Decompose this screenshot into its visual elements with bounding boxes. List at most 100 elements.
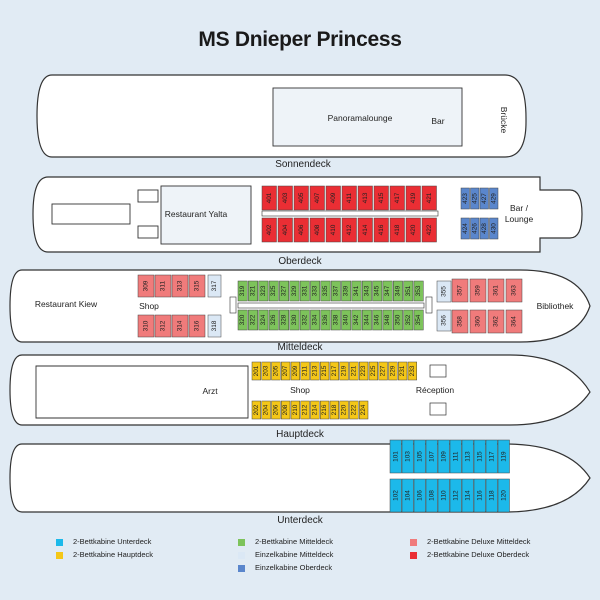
cabin-421[interactable]: 421 [421,185,437,211]
cabin-233[interactable]: 233 [407,361,417,381]
cabin-350[interactable]: 350 [393,309,403,331]
cabin-115[interactable]: 115 [473,439,486,474]
cabin-425[interactable]: 425 [470,187,480,210]
cabin-box[interactable] [261,217,277,243]
cabin-box[interactable] [436,280,452,303]
cabin-349[interactable]: 349 [393,280,403,302]
cabin-317[interactable]: 317 [207,274,222,298]
cabin-217[interactable]: 217 [329,361,339,381]
cabin-120[interactable]: 120 [497,478,510,513]
cabin-box[interactable] [497,439,510,474]
cabin-box[interactable] [437,439,450,474]
cabin-box[interactable] [485,439,498,474]
cabin-box[interactable] [310,280,321,302]
cabin-353[interactable]: 353 [413,280,424,302]
cabin-406[interactable]: 406 [293,217,309,243]
cabin-107[interactable]: 107 [425,439,438,474]
cabin-323[interactable]: 323 [258,280,269,302]
cabin-box[interactable] [251,361,261,381]
cabin-231[interactable]: 231 [398,361,408,381]
cabin-box[interactable] [393,280,403,302]
cabin-box[interactable] [293,185,309,211]
cabin-321[interactable]: 321 [248,280,258,302]
cabin-214[interactable]: 214 [310,400,320,420]
cabin-box[interactable] [403,280,414,302]
cabin-336[interactable]: 336 [320,309,331,331]
cabin-box[interactable] [449,439,462,474]
cabin-345[interactable]: 345 [372,280,383,302]
cabin-box[interactable] [277,185,293,211]
cabin-box[interactable] [389,439,402,474]
cabin-box[interactable] [289,309,300,331]
cabin-227[interactable]: 227 [378,361,388,381]
cabin-407[interactable]: 407 [309,185,325,211]
cabin-418[interactable]: 418 [389,217,405,243]
cabin-424[interactable]: 424 [460,217,470,240]
cabin-box[interactable] [329,400,339,420]
cabin-415[interactable]: 415 [373,185,389,211]
cabin-box[interactable] [271,400,281,420]
cabin-box[interactable] [137,274,155,298]
cabin-box[interactable] [373,185,389,211]
cabin-box[interactable] [325,185,341,211]
cabin-box[interactable] [473,478,486,513]
cabin-223[interactable]: 223 [359,361,369,381]
cabin-box[interactable] [188,274,206,298]
cabin-215[interactable]: 215 [320,361,330,381]
cabin-202[interactable]: 202 [251,400,261,420]
cabin-box[interactable] [357,217,373,243]
cabin-218[interactable]: 218 [329,400,339,420]
cabin-box[interactable] [251,400,261,420]
cabin-box[interactable] [405,185,421,211]
cabin-344[interactable]: 344 [361,309,372,331]
cabin-401[interactable]: 401 [261,185,277,211]
cabin-333[interactable]: 333 [310,280,321,302]
cabin-box[interactable] [451,278,469,303]
cabin-box[interactable] [349,361,359,381]
cabin-box[interactable] [359,361,369,381]
cabin-box[interactable] [310,309,321,331]
cabin-403[interactable]: 403 [277,185,293,211]
cabin-box[interactable] [436,309,452,332]
cabin-box[interactable] [309,185,325,211]
cabin-box[interactable] [421,217,437,243]
cabin-box[interactable] [479,187,489,210]
cabin-box[interactable] [393,309,403,331]
cabin-322[interactable]: 322 [248,309,258,331]
cabin-341[interactable]: 341 [351,280,362,302]
cabin-box[interactable] [389,478,402,513]
cabin-box[interactable] [325,217,341,243]
cabin-312[interactable]: 312 [154,314,172,338]
cabin-box[interactable] [505,309,523,334]
cabin-113[interactable]: 113 [461,439,474,474]
cabin-343[interactable]: 343 [361,280,372,302]
cabin-114[interactable]: 114 [461,478,474,513]
cabin-box[interactable] [497,478,510,513]
cabin-box[interactable] [171,314,189,338]
cabin-box[interactable] [339,361,349,381]
cabin-box[interactable] [349,400,359,420]
cabin-box[interactable] [320,361,330,381]
cabin-331[interactable]: 331 [299,280,310,302]
cabin-box[interactable] [473,439,486,474]
cabin-413[interactable]: 413 [357,185,373,211]
cabin-box[interactable] [261,185,277,211]
cabin-346[interactable]: 346 [372,309,383,331]
cabin-428[interactable]: 428 [479,217,489,240]
cabin-box[interactable] [277,217,293,243]
cabin-430[interactable]: 430 [489,217,499,240]
cabin-box[interactable] [470,217,480,240]
cabin-327[interactable]: 327 [279,280,289,302]
cabin-box[interactable] [300,400,310,420]
cabin-box[interactable] [341,217,357,243]
cabin-111[interactable]: 111 [449,439,462,474]
cabin-box[interactable] [309,217,325,243]
cabin-412[interactable]: 412 [341,217,357,243]
cabin-426[interactable]: 426 [470,217,480,240]
cabin-310[interactable]: 310 [137,314,155,338]
cabin-357[interactable]: 357 [451,278,469,303]
cabin-box[interactable] [310,361,320,381]
cabin-box[interactable] [320,309,331,331]
cabin-216[interactable]: 216 [320,400,330,420]
cabin-box[interactable] [401,478,414,513]
